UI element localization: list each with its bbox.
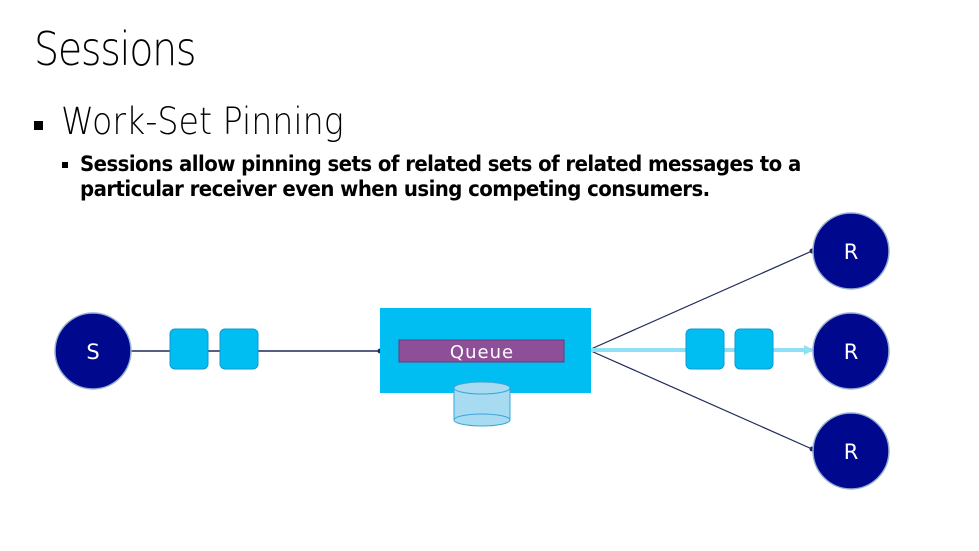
queue-label-box xyxy=(398,339,565,363)
queue-label: Queue xyxy=(450,342,514,363)
receiver-node-middle xyxy=(812,312,890,390)
storage-icon xyxy=(453,381,511,427)
arrow-head xyxy=(804,345,814,355)
receiver-label: R xyxy=(844,340,859,364)
receiver-node-top xyxy=(812,212,890,290)
queue-to-receiver-top-line xyxy=(590,250,813,350)
bullet-level2: Sessions allow pinning sets of related s… xyxy=(62,152,930,202)
message-block xyxy=(734,328,774,370)
sender-node xyxy=(54,312,132,390)
slide-title: Sessions xyxy=(34,22,197,76)
bullet-marker xyxy=(62,162,68,168)
bullet-level1: Work-Set Pinning xyxy=(34,100,375,143)
bullet-level2-text: Sessions allow pinning sets of related s… xyxy=(80,152,801,201)
bullet-marker xyxy=(34,121,43,130)
receiver-node-bottom xyxy=(812,412,890,490)
sender-label: S xyxy=(86,340,99,364)
message-block xyxy=(685,328,725,370)
message-block xyxy=(219,328,259,370)
bullet-level1-text: Work-Set Pinning xyxy=(61,100,344,143)
receiver-label: R xyxy=(844,440,859,464)
queue-to-receiver-bottom-line xyxy=(590,350,813,450)
receiver-label: R xyxy=(844,240,859,264)
message-block xyxy=(169,328,209,370)
